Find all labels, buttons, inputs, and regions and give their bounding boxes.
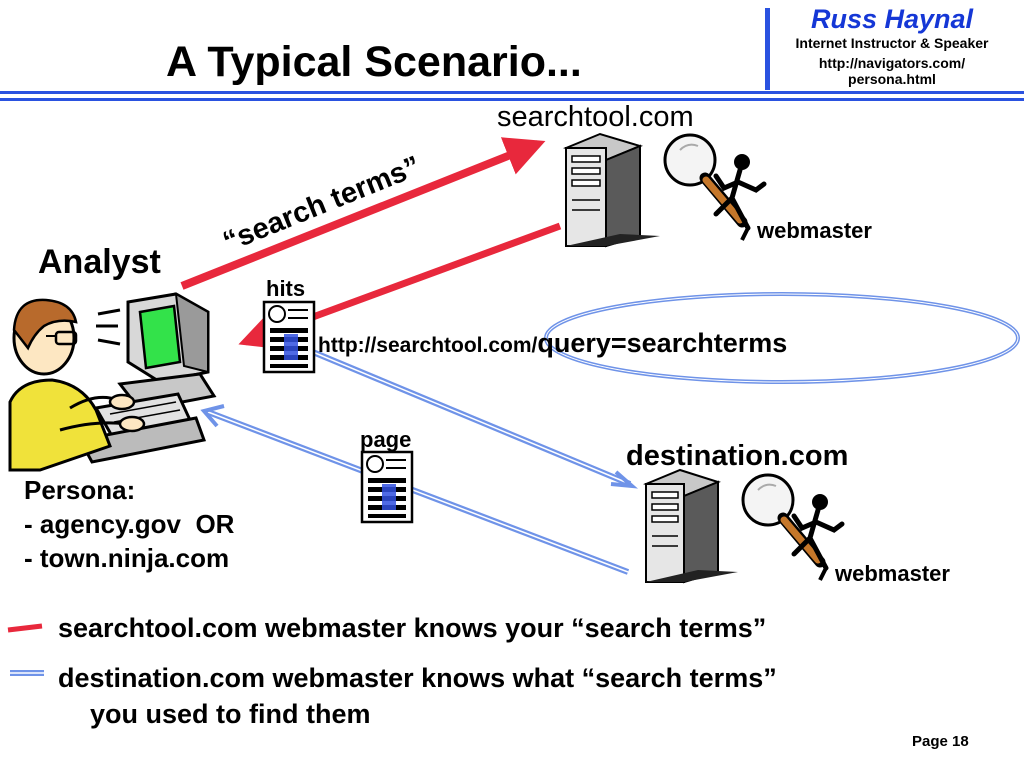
query-url-query: query=searchterms bbox=[537, 328, 788, 358]
destination-server-icon bbox=[643, 468, 738, 584]
searchtool-webmaster-icon bbox=[663, 133, 767, 241]
legend-blue-text: destination.com webmaster knows what “se… bbox=[58, 660, 777, 733]
destination-label: destination.com bbox=[626, 440, 849, 472]
author-role: Internet Instructor & Speaker bbox=[795, 35, 989, 52]
author-block: Russ Haynal Internet Instructor & Speake… bbox=[780, 4, 1004, 87]
page-label: page bbox=[360, 427, 412, 452]
searchtool-webmaster-label: webmaster bbox=[757, 218, 872, 243]
query-url-label: http://searchtool.com/query=searchterms bbox=[318, 328, 787, 359]
legend-blue-text-line1: destination.com webmaster knows what “se… bbox=[58, 663, 777, 693]
analyst-label: Analyst bbox=[38, 243, 161, 281]
page-document-icon bbox=[360, 450, 414, 524]
legend-blue-text-line2: you used to find them bbox=[90, 699, 371, 730]
author-url: http://navigators.com/ persona.html bbox=[780, 55, 1004, 87]
persona-line-1: - agency.gov OR bbox=[24, 508, 235, 539]
analyst-at-computer-icon bbox=[8, 292, 217, 472]
searchtool-label: searchtool.com bbox=[497, 101, 694, 133]
legend-red-text: searchtool.com webmaster knows your “sea… bbox=[58, 613, 767, 643]
persona-block: Persona: - agency.gov OR - town.ninja.co… bbox=[24, 474, 234, 575]
searchtool-server-icon bbox=[563, 132, 660, 248]
header-rule-bottom bbox=[0, 98, 1024, 101]
author-url-line2: persona.html bbox=[848, 71, 936, 88]
slide-title: A Typical Scenario... bbox=[166, 38, 582, 86]
destination-webmaster-label: webmaster bbox=[835, 561, 950, 586]
query-url-prefix: http://searchtool.com/ bbox=[318, 334, 538, 357]
persona-heading: Persona: bbox=[24, 475, 136, 505]
header-divider-vertical bbox=[765, 8, 770, 90]
header-rule-top bbox=[0, 91, 1024, 94]
author-name: Russ Haynal bbox=[810, 4, 974, 34]
author-url-line1: http://navigators.com/ bbox=[818, 55, 966, 72]
hits-document-icon bbox=[262, 300, 316, 374]
persona-line-2: - town.ninja.com bbox=[24, 542, 230, 573]
page-return-arrow bbox=[200, 404, 630, 575]
page-number: Page 18 bbox=[912, 733, 969, 750]
hits-label: hits bbox=[266, 276, 306, 301]
query-highlight-ellipse bbox=[544, 292, 1020, 384]
search-terms-arrow bbox=[180, 137, 546, 290]
visit-destination-arrow bbox=[294, 342, 638, 489]
destination-webmaster-icon bbox=[741, 473, 845, 581]
legend-red-line-marker bbox=[7, 623, 43, 633]
